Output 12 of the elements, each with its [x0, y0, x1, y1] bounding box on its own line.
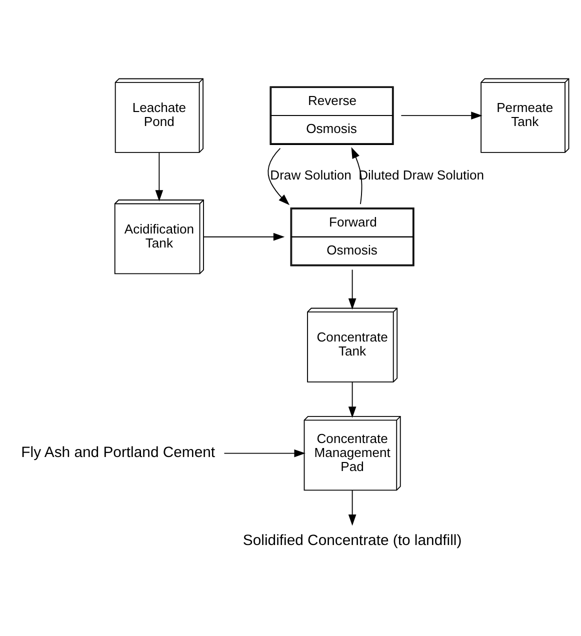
arrow: [348, 268, 356, 310]
arrow: [400, 111, 482, 119]
arrow: [224, 448, 306, 457]
arrow: [203, 232, 285, 240]
node-text: Fly Ash and Portland Cement: [21, 443, 216, 460]
arrow: [155, 152, 164, 201]
arrow: [348, 489, 356, 526]
arrow: [348, 381, 356, 418]
node-text: Solidified Concentrate (to landfill): [242, 532, 462, 549]
arrow: [351, 146, 362, 204]
edge-label: Draw Solution: [270, 167, 352, 182]
arrow: [268, 147, 290, 205]
